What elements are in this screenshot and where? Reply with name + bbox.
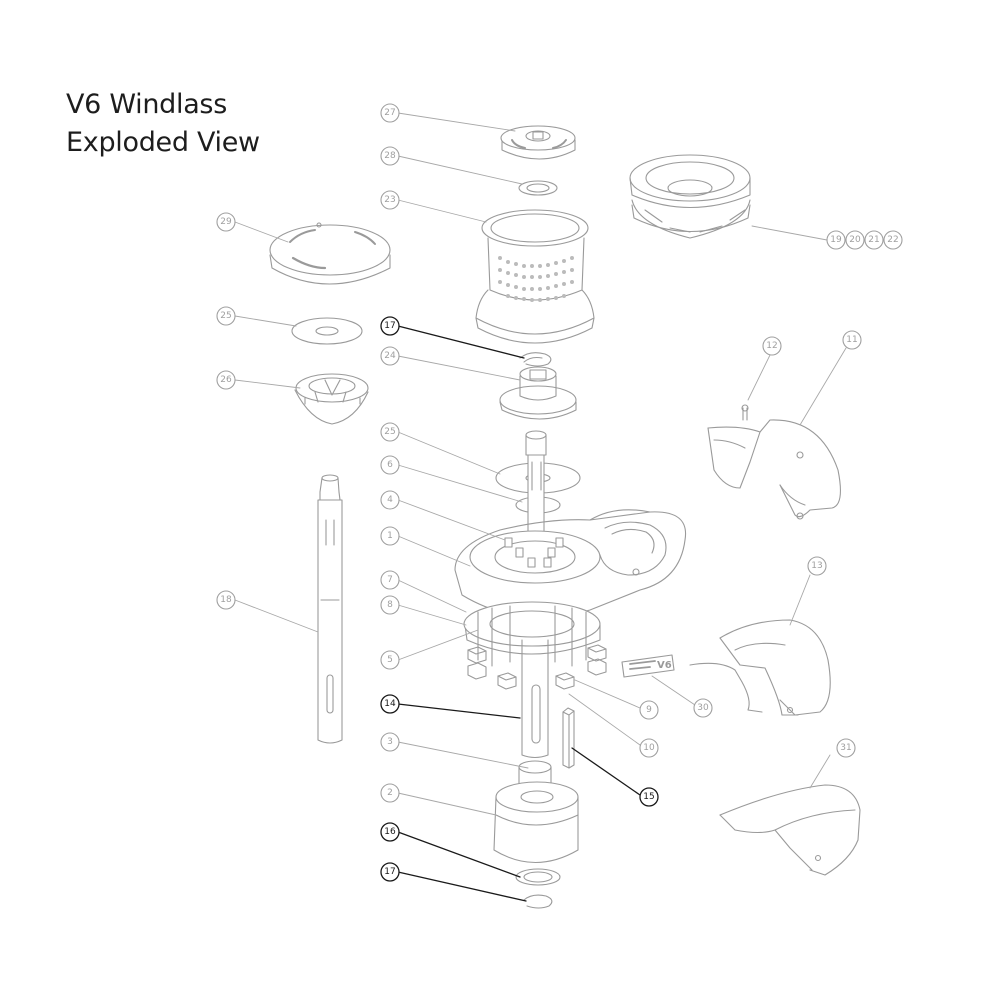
svg-text:13: 13 — [811, 561, 822, 571]
logo-badge-mark: V6 — [657, 660, 672, 671]
svg-text:28: 28 — [384, 151, 396, 161]
callout-25-left: 25 — [216, 306, 236, 326]
callout-22: 22 — [883, 230, 903, 250]
part-key — [562, 707, 575, 769]
callout-27: 27 — [380, 103, 400, 123]
svg-text:7: 7 — [387, 575, 393, 585]
part-nuts — [467, 644, 607, 690]
callout-26: 26 — [216, 370, 236, 390]
part-cover-disk — [269, 222, 391, 285]
callout-17-bottom: 17 — [380, 862, 400, 882]
callout-1: 1 — [380, 526, 400, 546]
svg-text:27: 27 — [384, 108, 395, 118]
svg-text:29: 29 — [220, 217, 232, 227]
callout-23: 23 — [380, 190, 400, 210]
svg-text:9: 9 — [646, 705, 652, 715]
part-cover-31 — [719, 784, 861, 876]
svg-text:1: 1 — [387, 531, 393, 541]
svg-text:3: 3 — [387, 737, 393, 747]
part-drum — [475, 209, 595, 344]
part-handle-rod — [317, 474, 343, 744]
part-circlip-top — [519, 352, 552, 367]
svg-text:23: 23 — [384, 195, 395, 205]
svg-text:26: 26 — [220, 375, 232, 385]
callout-18: 18 — [216, 590, 236, 610]
part-washer-small — [518, 180, 558, 196]
svg-text:10: 10 — [643, 743, 655, 753]
callout-31: 31 — [836, 738, 856, 758]
part-shroud-13 — [689, 619, 831, 716]
svg-text:11: 11 — [846, 335, 857, 345]
part-washer-left — [291, 317, 363, 345]
part-shroud-11 — [707, 404, 841, 520]
callout-19: 19 — [826, 230, 846, 250]
svg-text:25: 25 — [384, 427, 395, 437]
svg-text:22: 22 — [887, 235, 898, 245]
svg-text:20: 20 — [849, 235, 861, 245]
part-main-shaft-upper — [525, 430, 547, 541]
svg-text:14: 14 — [384, 699, 396, 709]
callout-14: 14 — [380, 694, 400, 714]
svg-text:24: 24 — [384, 351, 396, 361]
callout-16: 16 — [380, 822, 400, 842]
part-washer-bottom — [515, 868, 561, 886]
part-logo-badge: V6 — [621, 654, 675, 678]
callout-8: 8 — [380, 595, 400, 615]
svg-text:17: 17 — [384, 867, 395, 877]
svg-text:25: 25 — [220, 311, 231, 321]
leader-lines — [234, 112, 847, 816]
callout-20: 20 — [845, 230, 865, 250]
svg-text:16: 16 — [384, 827, 396, 837]
callout-17-top: 17 — [380, 316, 400, 336]
part-motor — [493, 781, 579, 864]
svg-text:15: 15 — [643, 792, 654, 802]
callout-6: 6 — [380, 455, 400, 475]
title-line-2: Exploded View — [66, 127, 260, 158]
leader-lines-highlighted — [397, 325, 641, 902]
callout-29: 29 — [216, 212, 236, 232]
callout-5: 5 — [380, 650, 400, 670]
svg-text:30: 30 — [697, 703, 709, 713]
callout-4: 4 — [380, 490, 400, 510]
callout-9: 9 — [639, 700, 659, 720]
svg-text:4: 4 — [387, 495, 393, 505]
part-bearing — [294, 373, 369, 425]
part-main-housing — [454, 509, 687, 618]
callout-12: 12 — [762, 336, 782, 356]
callout-21: 21 — [864, 230, 884, 250]
part-gypsy — [629, 154, 751, 239]
part-hub — [499, 366, 577, 420]
callout-3: 3 — [380, 732, 400, 752]
title-line-1: V6 Windlass — [66, 89, 227, 120]
svg-text:19: 19 — [830, 235, 842, 245]
part-lower-shaft — [521, 639, 549, 759]
svg-text:31: 31 — [840, 743, 851, 753]
callout-13: 13 — [807, 556, 827, 576]
svg-text:18: 18 — [220, 595, 232, 605]
callout-25-center: 25 — [380, 422, 400, 442]
svg-text:8: 8 — [387, 600, 393, 610]
svg-text:12: 12 — [766, 341, 777, 351]
svg-text:21: 21 — [868, 235, 879, 245]
part-sleeve — [518, 760, 552, 793]
callout-24: 24 — [380, 346, 400, 366]
callout-11: 11 — [842, 330, 862, 350]
part-drum-cap — [500, 125, 576, 160]
svg-text:6: 6 — [387, 460, 393, 470]
svg-text:17: 17 — [384, 321, 395, 331]
callout-28: 28 — [380, 146, 400, 166]
callout-7: 7 — [380, 570, 400, 590]
part-circlip-bottom — [523, 894, 553, 909]
svg-text:2: 2 — [387, 788, 393, 798]
callout-10: 10 — [639, 738, 659, 758]
part-gearbox-plate — [463, 601, 601, 667]
diagram-title: V6 Windlass Exploded View — [66, 86, 260, 162]
callout-2: 2 — [380, 783, 400, 803]
callout-15: 15 — [639, 787, 659, 807]
svg-text:5: 5 — [387, 655, 393, 665]
callout-30: 30 — [693, 698, 713, 718]
